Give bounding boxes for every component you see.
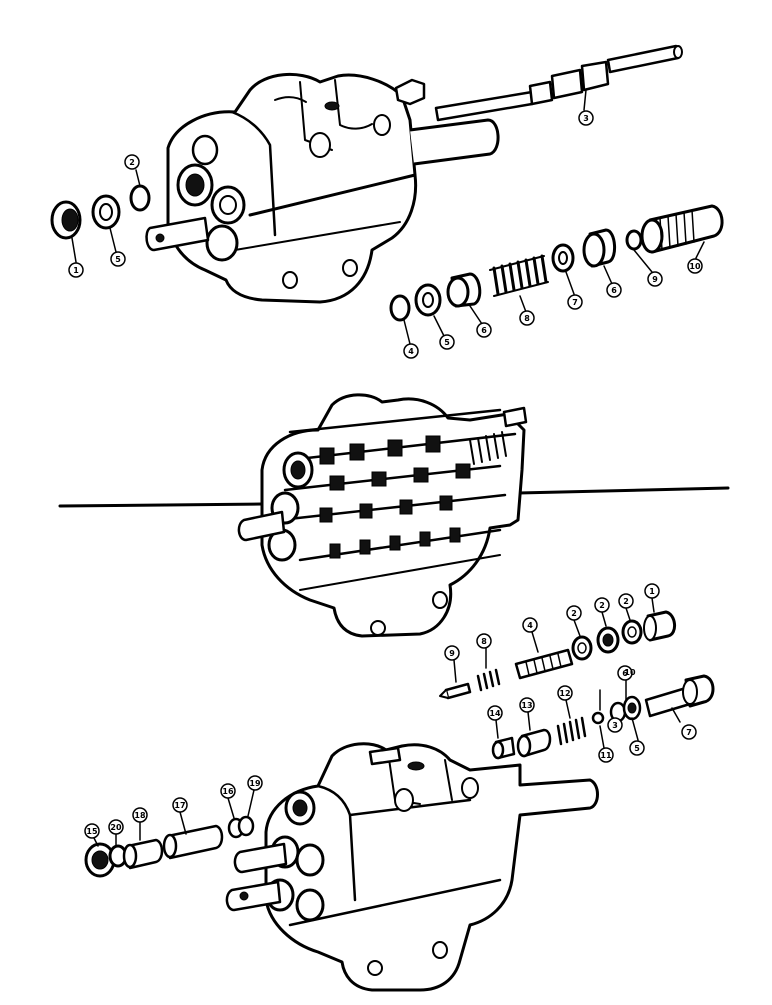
callout-label: 10 xyxy=(689,262,701,271)
callout-label: 5 xyxy=(444,338,450,347)
callout-bottom-7: 7 xyxy=(681,724,697,740)
callout-label: 4 xyxy=(408,347,414,356)
callout-label: 4 xyxy=(527,621,533,630)
callout-bottom-12: 12 xyxy=(557,685,573,701)
callout-label: 6 xyxy=(622,669,628,678)
callout-bottom-2a: 2 xyxy=(594,597,610,613)
callout-label: 1 xyxy=(73,266,79,275)
callout-top-9: 9 xyxy=(647,271,663,287)
callout-label: 8 xyxy=(524,314,530,323)
callout-label: 15 xyxy=(86,827,98,836)
callout-bottom-4: 4 xyxy=(522,617,538,633)
callout-label: 2 xyxy=(129,158,135,167)
callout-label: 3 xyxy=(612,721,618,730)
callout-top-8: 8 xyxy=(519,310,535,326)
callout-top-10: 10 xyxy=(687,258,703,274)
callout-label: 9 xyxy=(449,649,455,658)
callout-label: 6 xyxy=(611,286,617,295)
callout-bottom-15: 15 xyxy=(84,823,100,839)
callout-label: 17 xyxy=(174,801,185,810)
bottom-callouts: 1 2 2 2 3 4 5 6 7 8 9 10 11 12 13 14 15 … xyxy=(84,583,697,839)
callout-top-4: 4 xyxy=(403,343,419,359)
middle-cutaway-housing xyxy=(58,393,730,638)
callout-top-6b: 6 xyxy=(606,282,622,298)
callout-label: 9 xyxy=(652,275,658,284)
top-callouts: 1 2 3 4 5 5 6 6 7 8 9 10 xyxy=(68,110,703,359)
callout-bottom-11: 11 xyxy=(598,747,614,763)
callout-label: 5 xyxy=(115,255,121,264)
callout-label: 3 xyxy=(583,114,589,123)
callout-bottom-16: 16 xyxy=(220,783,236,799)
callout-top-7: 7 xyxy=(567,294,583,310)
callout-top-3: 3 xyxy=(578,110,594,126)
callout-label: 7 xyxy=(686,728,692,737)
callout-bottom-2c: 2 xyxy=(566,605,582,621)
callout-bottom-19: 19 xyxy=(247,775,263,791)
callout-label: 14 xyxy=(489,709,501,718)
callout-top-5b: 5 xyxy=(439,334,455,350)
callout-bottom-3: 3 xyxy=(607,717,623,733)
bottom-small-parts xyxy=(439,610,715,760)
callout-bottom-13: 13 xyxy=(519,697,535,713)
callout-label: 2 xyxy=(599,601,605,610)
callout-label: 2 xyxy=(571,609,577,618)
callout-top-1: 1 xyxy=(68,262,84,278)
spring-8 xyxy=(489,254,549,297)
callout-label: 18 xyxy=(134,811,146,820)
callout-top-6a: 6 xyxy=(476,322,492,338)
callout-label: 12 xyxy=(559,689,570,698)
callout-label: 13 xyxy=(521,701,532,710)
callout-label: 7 xyxy=(572,298,578,307)
callout-bottom-1: 1 xyxy=(644,583,660,599)
callout-bottom-17: 17 xyxy=(172,797,188,813)
callout-label: 11 xyxy=(600,751,612,760)
callout-label: 5 xyxy=(634,744,640,753)
top-small-parts xyxy=(50,184,724,322)
callout-bottom-10: 10 xyxy=(624,668,636,677)
callout-bottom-6: 6 xyxy=(617,665,633,681)
callout-label: 16 xyxy=(222,787,234,796)
bottom-leader-lines xyxy=(93,597,681,847)
callout-bottom-18: 18 xyxy=(132,807,148,823)
callout-label: 20 xyxy=(110,823,122,832)
callout-label: 2 xyxy=(623,597,629,606)
callout-bottom-8: 8 xyxy=(476,633,492,649)
callout-bottom-9: 9 xyxy=(444,645,460,661)
callout-label: 6 xyxy=(481,326,487,335)
internal-spools xyxy=(319,431,507,559)
part-3-valve-spool xyxy=(434,44,683,122)
callout-bottom-5: 5 xyxy=(629,740,645,756)
callout-bottom-2b: 2 xyxy=(618,593,634,609)
callout-label: 8 xyxy=(481,637,487,646)
callout-bottom-20: 20 xyxy=(108,819,124,835)
bottom-left-parts xyxy=(84,815,255,878)
top-leader-lines xyxy=(71,89,705,345)
callout-top-5a: 5 xyxy=(110,251,126,267)
callout-label: 10 xyxy=(624,668,636,677)
callout-bottom-14: 14 xyxy=(487,705,503,721)
callout-label: 19 xyxy=(249,779,261,788)
bottom-valve-housing xyxy=(225,742,599,992)
top-valve-housing xyxy=(145,72,500,304)
callout-label: 1 xyxy=(649,587,655,596)
callout-top-2: 2 xyxy=(124,154,140,170)
